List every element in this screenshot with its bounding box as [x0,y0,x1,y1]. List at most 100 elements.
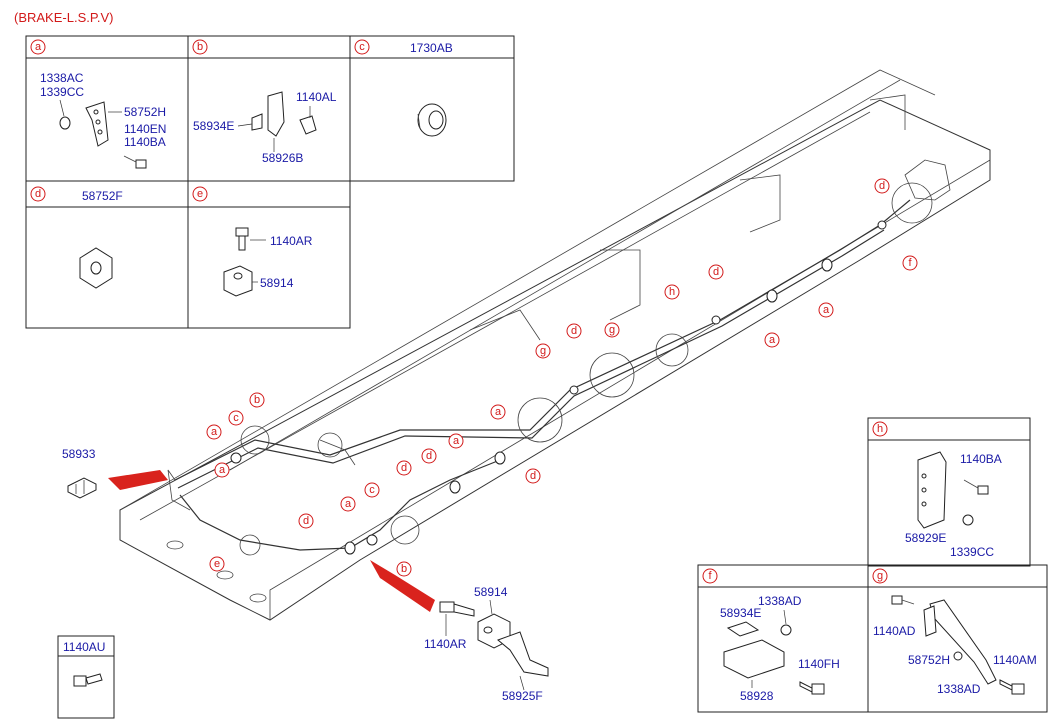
callout-d-label: d [879,180,885,192]
clip-58752F-icon [79,247,113,289]
grommet-1730AB-icon [417,103,447,137]
bolt-1140AU-icon [73,673,103,687]
callout-d-circle [874,178,890,194]
panel-c: c 1730AB [354,39,453,137]
callout-d-circle [708,264,724,280]
callout-b-label: b [401,563,407,575]
panel-grid-fg [697,564,1048,713]
bracket-58926B-icon [251,91,285,137]
part-1140AR: 1140AR [270,234,313,248]
part-58934E: 58934E [193,119,234,133]
panel-b: b 1140AL 58934E 58926B [192,39,337,165]
part-58914: 58914 [260,276,294,290]
callout-c-circle [228,410,244,426]
callout-d-circle [396,460,412,476]
callout-a-circle [340,496,356,512]
panel-1140AU: 1140AU [57,635,115,719]
leader-arrow-58933 [108,470,168,490]
panel-c-letter: c [359,41,365,53]
callout-a-label: a [495,406,502,418]
part-g-58752H: 58752H [908,653,950,667]
callout-d-circle [298,513,314,529]
callout-e-circle [209,556,225,572]
part-1140BA: 1140BA [124,135,166,149]
panel-e: e 1140AR 58914 [192,186,313,297]
callout-b-circle [249,392,265,408]
callout-a-circle [448,433,464,449]
part-1140AL: 1140AL [296,90,337,104]
part-58929E: 58929E [905,531,946,545]
part-1140EN: 1140EN [124,122,166,136]
panel-d-letter: d [35,188,41,200]
detail-part-58925F: 58925F [502,689,543,703]
zoom-circles [239,182,933,556]
panel-h: h 1140BA 58929E 1339CC [867,417,1031,567]
panel-b-letter: b [197,41,203,53]
clip-58933-icon [67,477,97,499]
callout-a-circle [30,39,46,55]
part-1140AM: 1140AM [993,653,1037,667]
part-1339CC: 1339CC [40,85,84,99]
part-1140AD: 1140AD [873,624,916,638]
bracket-58925F-icon [497,631,549,677]
callout-h-circle [664,284,680,300]
part-h-1140BA: 1140BA [960,452,1002,466]
bracket-58929E-icon [917,451,947,529]
callout-g-circle [604,322,620,338]
detail-part-58914: 58914 [474,585,508,599]
part-f-58934E: 58934E [720,606,761,620]
bracket-58928-icon [723,639,785,679]
callout-d-label: d [530,470,536,482]
callout-c-circle [364,482,380,498]
part-58933-group: 58933 [62,447,97,499]
callout-a-label: a [453,435,460,447]
part-58926B: 58926B [262,151,303,165]
bolt-1140AR-icon [235,227,249,251]
detail-58914-group: 58914 1140AR 58925F [424,585,549,703]
bracket-g-icon [923,599,997,685]
callout-a-label: a [769,334,776,346]
panel-a-letter: a [35,41,42,53]
nut-icon [59,116,71,130]
bolt-1140AD-icon [891,595,915,605]
block-58914-icon [223,265,253,297]
callout-d-label: d [303,515,309,527]
clip-58752H-icon [85,101,109,147]
part-h-1339CC: 1339CC [950,545,994,559]
part-g-1338AD: 1338AD [937,682,981,696]
detail-part-1140AR: 1140AR [424,637,467,651]
part-1338AD: 1338AD [758,594,802,608]
bolt-1140AL-icon [299,106,317,135]
bolt-icon [123,155,147,169]
part-58933: 58933 [62,447,96,461]
bolt-1140AR-detail-icon [439,601,475,617]
panel-g: g 1140AD 58752H 1140AM 1338AD [872,568,1037,696]
callout-d-label: d [713,266,719,278]
part-1140FH: 1140FH [798,657,840,671]
callout-g-label: g [540,345,546,357]
panel-e-letter: e [197,188,203,200]
callout-d-label: d [426,450,432,462]
callout-f-label: f [908,257,912,269]
callout-b-circle [396,561,412,577]
callout-g-label: g [609,324,615,336]
callout-f-circle [902,255,918,271]
bolt-1140FH-icon [799,681,825,695]
callout-e-label: e [214,558,220,570]
panel-grid-top [25,35,515,329]
nut-g-icon [953,651,963,661]
callout-d-circle [421,448,437,464]
panel-h-letter: h [877,423,883,435]
callout-a-circle [214,462,230,478]
panel-f-letter: f [708,570,712,582]
part-1140AU: 1140AU [63,640,105,654]
callout-d-label: d [401,462,407,474]
callout-g-circle [535,343,551,359]
panel-a: a 1338AC 1339CC 58752H 1140EN 1140BA [30,39,166,169]
part-1730AB: 1730AB [410,41,453,55]
callout-c-label: c [233,412,239,424]
callout-a-circle [764,332,780,348]
callout-d-circle [525,468,541,484]
